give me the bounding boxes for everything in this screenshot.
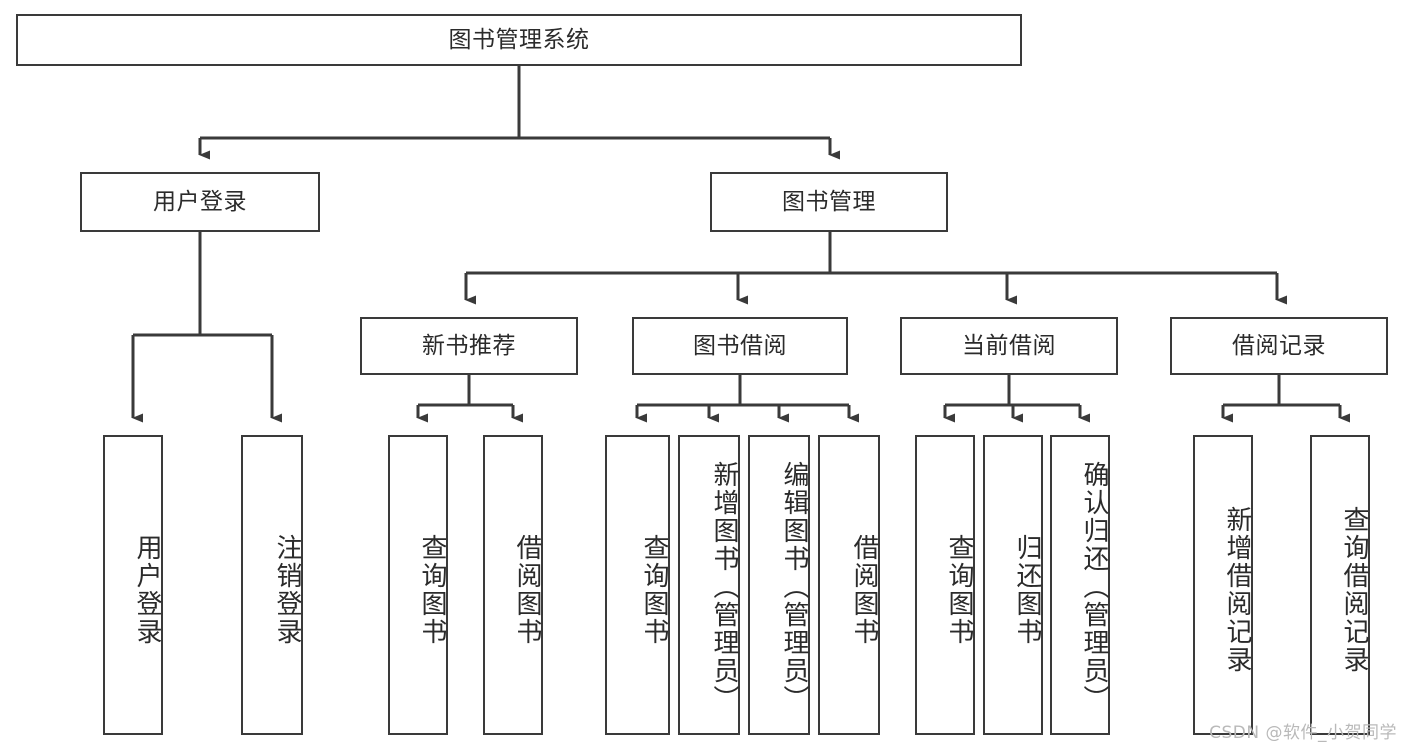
node-new-book-recommend-label: 新书推荐 — [422, 332, 516, 359]
node-borrow-records-label: 借阅记录 — [1232, 332, 1326, 359]
node-leaf-add-book-admin-label: 新增图书（管理员） — [709, 461, 739, 713]
node-leaf-query-book-borrow-label: 查询图书 — [639, 534, 669, 646]
node-leaf-return-book-label: 归还图书 — [1012, 534, 1042, 646]
node-book-management[interactable]: 图书管理 — [710, 172, 948, 232]
node-leaf-user-logout[interactable]: 注销登录 — [241, 435, 303, 735]
node-leaf-query-book-borrow[interactable]: 查询图书 — [605, 435, 670, 735]
node-leaf-query-book-current[interactable]: 查询图书 — [915, 435, 975, 735]
node-leaf-confirm-return-admin[interactable]: 确认归还（管理员） — [1050, 435, 1110, 735]
node-root[interactable]: 图书管理系统 — [16, 14, 1022, 66]
node-root-label: 图书管理系统 — [448, 26, 590, 53]
watermark-text: CSDN @软件_小贺同学 — [1209, 723, 1397, 743]
node-user-login[interactable]: 用户登录 — [80, 172, 320, 232]
node-book-management-label: 图书管理 — [782, 188, 876, 215]
node-borrow-records[interactable]: 借阅记录 — [1170, 317, 1388, 375]
node-leaf-borrow-book-label: 借阅图书 — [849, 534, 879, 646]
node-leaf-edit-book-admin[interactable]: 编辑图书（管理员） — [748, 435, 810, 735]
node-book-borrow-label: 图书借阅 — [693, 332, 787, 359]
node-leaf-query-book-recommend-label: 查询图书 — [417, 534, 447, 646]
node-leaf-user-login-label: 用户登录 — [132, 534, 162, 646]
node-leaf-query-book-current-label: 查询图书 — [944, 534, 974, 646]
node-leaf-query-book-recommend[interactable]: 查询图书 — [388, 435, 448, 735]
node-leaf-return-book[interactable]: 归还图书 — [983, 435, 1043, 735]
node-leaf-borrow-book[interactable]: 借阅图书 — [818, 435, 880, 735]
node-leaf-borrow-book-recommend-label: 借阅图书 — [512, 534, 542, 646]
node-leaf-user-logout-label: 注销登录 — [272, 534, 302, 646]
node-leaf-confirm-return-admin-label: 确认归还（管理员） — [1079, 461, 1109, 713]
node-leaf-add-book-admin[interactable]: 新增图书（管理员） — [678, 435, 740, 735]
node-new-book-recommend[interactable]: 新书推荐 — [360, 317, 578, 375]
node-leaf-user-login[interactable]: 用户登录 — [103, 435, 163, 735]
node-leaf-add-borrow-record-label: 新增借阅记录 — [1222, 506, 1252, 674]
node-leaf-add-borrow-record[interactable]: 新增借阅记录 — [1193, 435, 1253, 735]
node-leaf-edit-book-admin-label: 编辑图书（管理员） — [779, 461, 809, 713]
node-current-borrow-label: 当前借阅 — [962, 332, 1056, 359]
node-leaf-borrow-book-recommend[interactable]: 借阅图书 — [483, 435, 543, 735]
node-user-login-label: 用户登录 — [153, 188, 247, 215]
node-leaf-query-borrow-record[interactable]: 查询借阅记录 — [1310, 435, 1370, 735]
node-leaf-query-borrow-record-label: 查询借阅记录 — [1339, 506, 1369, 674]
node-current-borrow[interactable]: 当前借阅 — [900, 317, 1118, 375]
node-book-borrow[interactable]: 图书借阅 — [632, 317, 848, 375]
